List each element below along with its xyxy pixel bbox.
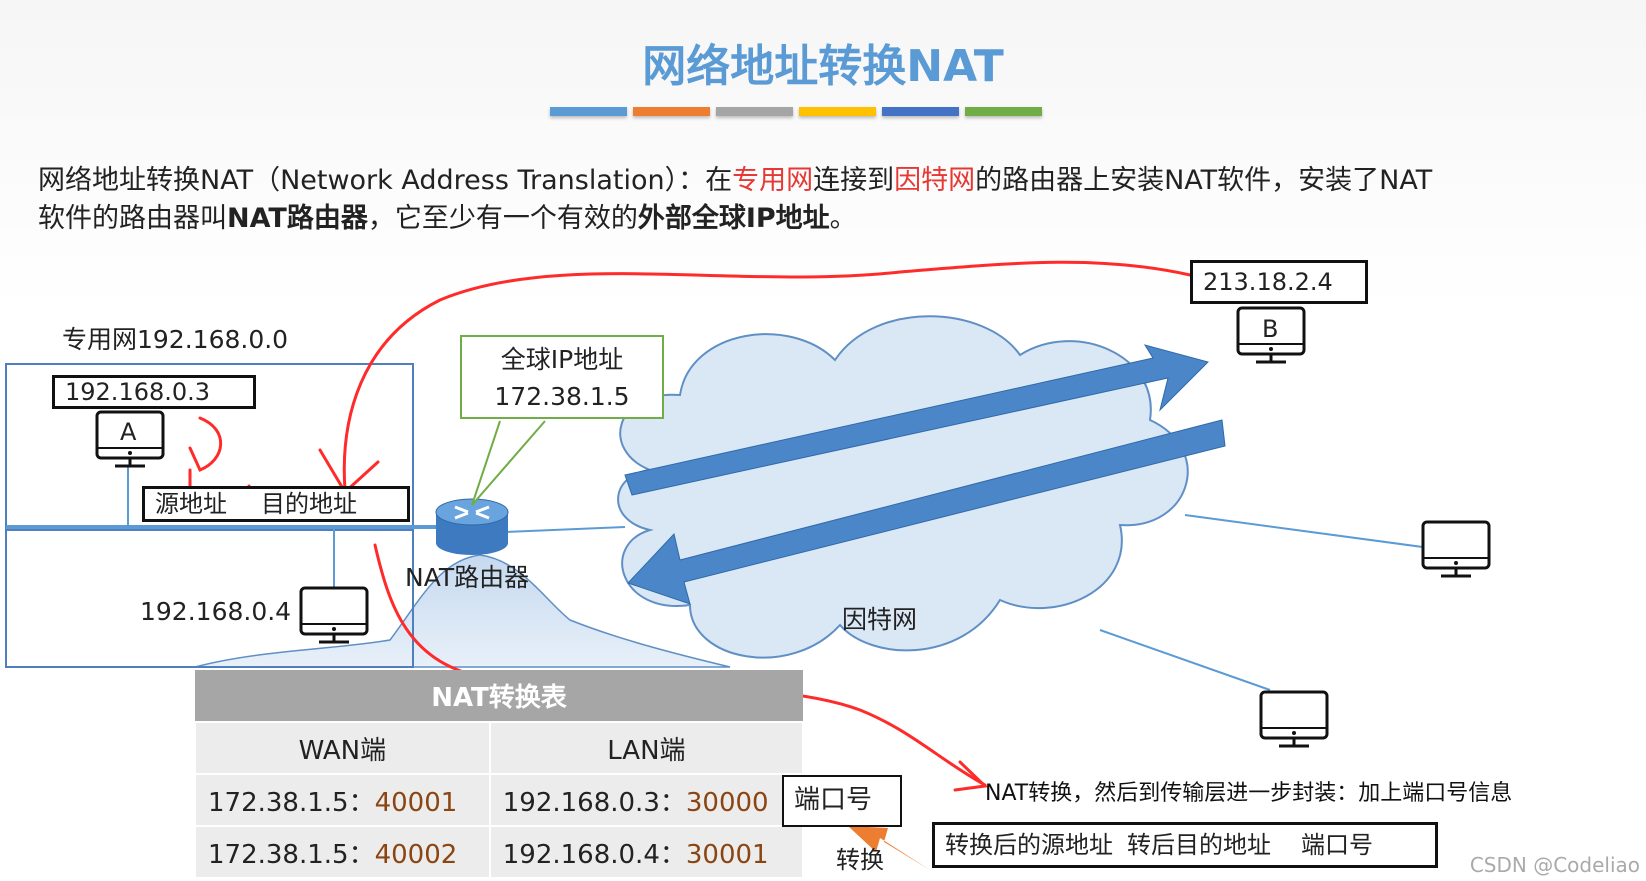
desc-text: 连接到 <box>813 165 895 196</box>
desc-text: ，它至少有一个有效的 <box>367 203 638 234</box>
lan-cell: 192.168.0.3：30000 <box>488 773 805 827</box>
arrow-outbound <box>624 344 1209 496</box>
desc-highlight-internet: 因特网 <box>894 165 976 196</box>
desc-text: 。 <box>829 203 857 234</box>
monitor-icon-a <box>95 410 165 468</box>
table-row: 172.38.1.5：40001 192.168.0.3：30000 <box>194 773 805 827</box>
host-b-ip: 213.18.2.4 <box>1190 260 1368 304</box>
monitor-icon-3 <box>1421 520 1491 578</box>
description: 网络地址转换NAT（Network Address Translation）：在… <box>38 162 1608 238</box>
arrow-inbound <box>627 419 1226 605</box>
callout-line1: 全球IP地址 <box>500 345 624 374</box>
title-bar-4 <box>882 107 959 116</box>
nat-table-title: NAT转换表 <box>195 670 803 722</box>
title-bar-0 <box>550 107 627 116</box>
link-host-b <box>1184 514 1431 549</box>
title-bar-5 <box>965 107 1042 116</box>
lan-port: 30000 <box>685 787 769 818</box>
packet-header: 源地址 目的地址 <box>142 486 410 522</box>
title-bar-3 <box>799 107 876 116</box>
pen-arrowhead-bottom <box>953 760 989 792</box>
link-host-c <box>1099 629 1271 691</box>
callout-line2: 172.38.1.5 <box>494 382 630 411</box>
router-label: NAT路由器 <box>405 563 530 592</box>
bottom-packet: 转换后的源地址转后目的地址 端口号 <box>932 822 1438 868</box>
host-b-name: B <box>1262 315 1279 343</box>
wan-port: 40002 <box>374 839 458 870</box>
host-a-name: A <box>120 418 137 446</box>
table-row: 172.38.1.5：40002 192.168.0.4：30001 <box>194 825 805 879</box>
title-color-bars <box>550 107 1042 116</box>
annotation-note: NAT转换，然后到传输层进一步封装：加上端口号信息 <box>985 781 1513 806</box>
desc-bold-global-ip: 外部全球IP地址 <box>637 203 830 234</box>
lan-cell: 192.168.0.4：30001 <box>488 825 805 879</box>
host-a-ip: 192.168.0.3 <box>52 375 256 409</box>
wan-cell: 172.38.1.5：40002 <box>194 825 491 879</box>
packet-dst: 目的地址 <box>261 490 357 518</box>
desc-bold-router: NAT路由器 <box>227 203 368 234</box>
bottom-packet-src: 转换后的源地址 <box>945 831 1113 859</box>
private-network-box <box>5 363 414 668</box>
watermark: CSDN @Codeliao <box>1469 853 1640 877</box>
router-icon <box>435 498 509 555</box>
desc-text: 的路由器上安装NAT软件，安装了NAT <box>975 165 1433 196</box>
pen-squiggle <box>188 416 223 492</box>
wan-ip: 172.38.1.5： <box>208 839 375 870</box>
desc-text: 网络地址转换NAT（Network Address Translation）：在 <box>38 165 733 196</box>
wan-port: 40001 <box>374 787 458 818</box>
global-ip-callout: 全球IP地址 172.38.1.5 <box>460 335 664 419</box>
monitor-icon-2 <box>299 586 369 644</box>
convert-label: 转换 <box>836 846 884 874</box>
host-2-ip: 192.168.0.4 <box>140 597 292 626</box>
pen-curve-top <box>342 260 1192 492</box>
private-network-label: 专用网192.168.0.0 <box>62 325 289 354</box>
lan-ip: 192.168.0.3： <box>502 787 686 818</box>
router-link <box>504 526 626 533</box>
nat-col-wan: WAN端 <box>194 721 491 775</box>
callout-pointer <box>471 420 546 506</box>
nat-col-lan: LAN端 <box>488 721 805 775</box>
page-title: 网络地址转换NAT <box>642 41 1004 92</box>
wan-cell: 172.38.1.5：40001 <box>194 773 491 827</box>
wan-ip: 172.38.1.5： <box>208 787 375 818</box>
bottom-packet-dst: 转后目的地址 <box>1127 831 1271 859</box>
internet-label: 因特网 <box>842 605 918 634</box>
bottom-packet-port: 端口号 <box>1301 831 1373 859</box>
convert-arrow <box>848 826 930 870</box>
lan-ip: 192.168.0.4： <box>502 839 686 870</box>
port-box: 端口号 <box>782 775 902 827</box>
router-mountain <box>194 554 731 668</box>
title-bar-2 <box>716 107 793 116</box>
desc-text: 软件的路由器叫 <box>38 203 227 234</box>
nat-table: NAT转换表 WAN端 LAN端 172.38.1.5：40001 192.16… <box>194 670 805 879</box>
title-bar-1 <box>633 107 710 116</box>
monitor-icon-4 <box>1259 690 1329 748</box>
packet-src: 源地址 <box>155 490 227 518</box>
desc-highlight-private: 专用网 <box>732 165 814 196</box>
lan-port: 30001 <box>685 839 769 870</box>
monitor-icon-b <box>1236 306 1306 364</box>
